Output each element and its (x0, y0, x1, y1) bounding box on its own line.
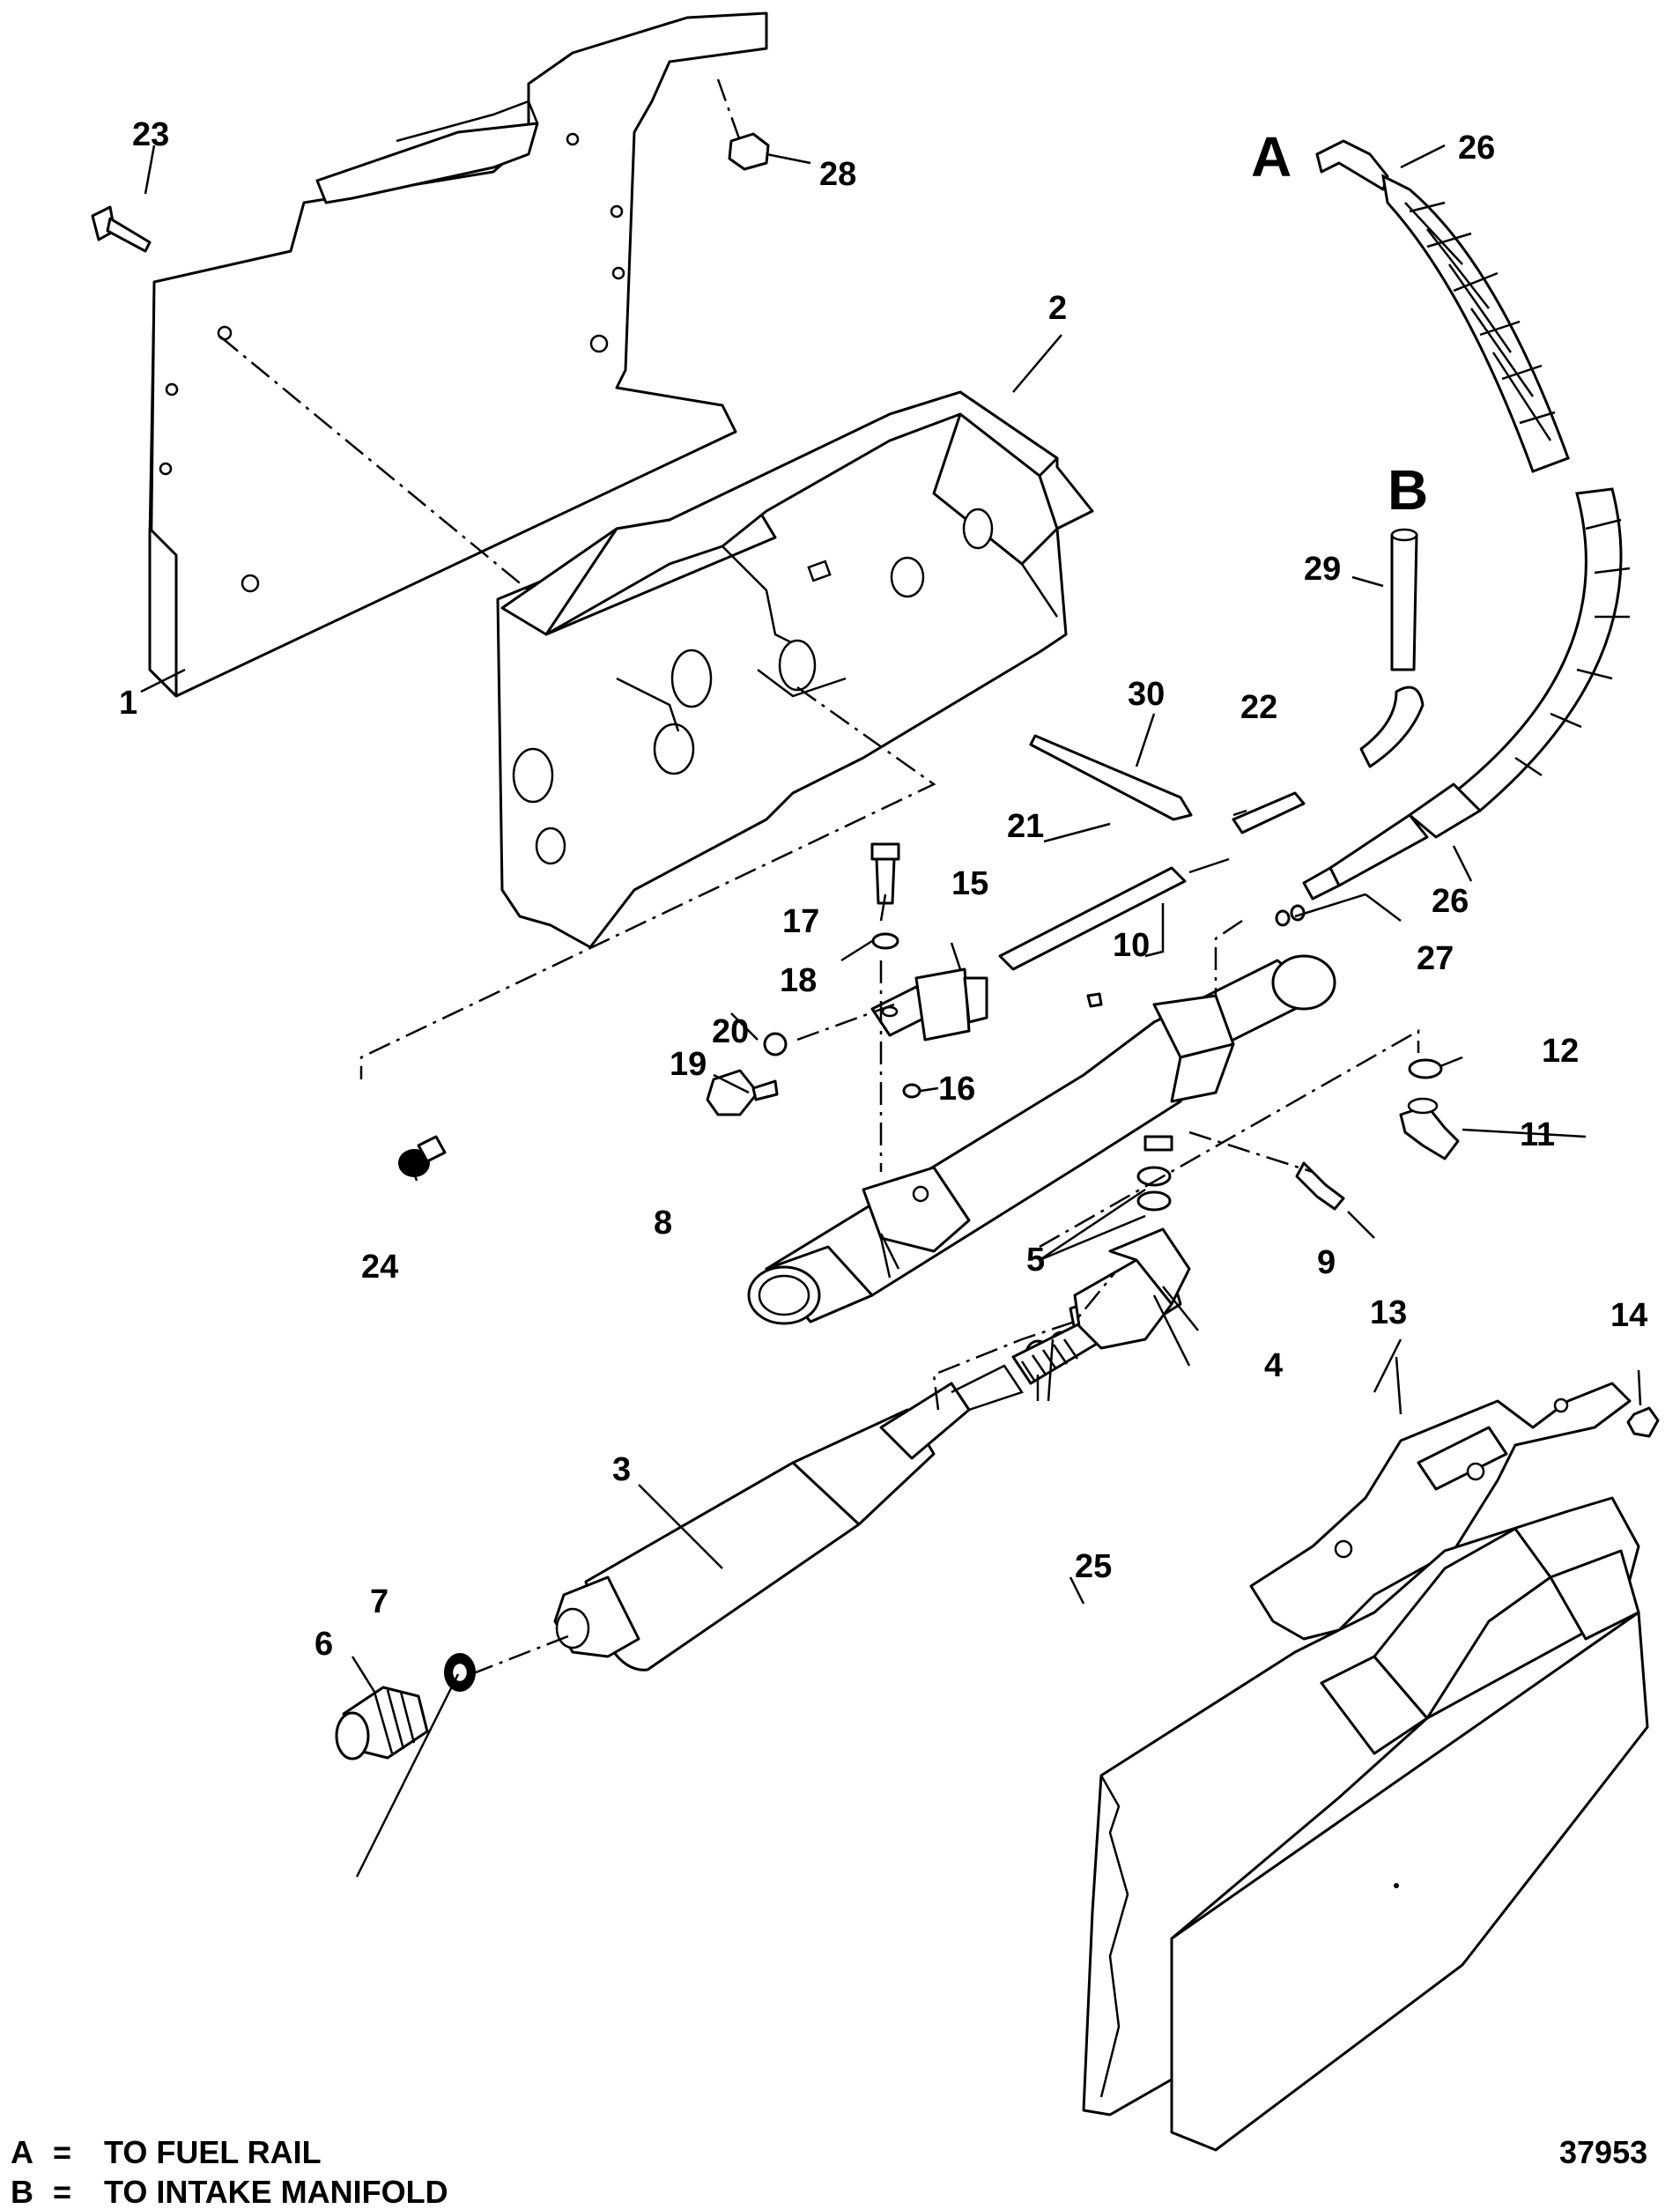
legend-b-eq: = (53, 2174, 71, 2209)
callout-20: 20 (712, 1013, 749, 1050)
cover-25 (1082, 1496, 1649, 2152)
vacuum-hose-29 (1359, 528, 1425, 768)
callout-24: 24 (361, 1249, 398, 1286)
fitting-11 (1399, 1097, 1460, 1160)
bolt-19 (706, 1069, 779, 1116)
callout-10: 10 (1113, 927, 1150, 964)
washer-7 (444, 1653, 476, 1692)
legend-a-text: TO FUEL RAIL (104, 2134, 322, 2170)
cable-tie-30 (1029, 734, 1193, 821)
callout-21: 21 (1007, 808, 1044, 845)
pressure-regulator-15 (870, 967, 988, 1041)
callout-12: 12 (1542, 1033, 1579, 1070)
marker-a: A (1251, 125, 1291, 189)
fitting-22 (1232, 791, 1306, 834)
screw-23 (91, 205, 152, 253)
callout-27: 27 (1417, 940, 1454, 977)
callout-30: 30 (1128, 676, 1165, 713)
callout-16: 16 (938, 1071, 975, 1108)
bolt-9 (1295, 1161, 1345, 1211)
screw-10 (1086, 992, 1103, 1008)
fuel-cooler-8 (747, 954, 1336, 1325)
callout-2: 2 (1048, 290, 1067, 327)
callout-29: 29 (1304, 551, 1341, 588)
mounting-bracket-part-1 (148, 11, 768, 698)
legend-a-key: A (11, 2134, 33, 2170)
nut-14 (1626, 1406, 1660, 1438)
washer-20 (763, 1032, 788, 1056)
callout-14: 14 (1610, 1297, 1647, 1334)
callout-labels: 1 2 3 4 5 6 7 8 9 10 11 12 13 14 15 16 1… (119, 116, 1647, 1663)
fuel-pump-3 (553, 1227, 1191, 1672)
marker-b: B (1388, 458, 1428, 522)
bolt-17 (870, 842, 900, 905)
o-rings-27 (1275, 904, 1306, 927)
callout-13: 13 (1370, 1294, 1407, 1331)
callout-28: 28 (819, 156, 856, 193)
callout-19: 19 (670, 1046, 707, 1083)
fuel-hose-26-upper (1315, 139, 1570, 473)
callout-22: 22 (1240, 689, 1277, 726)
cover-bracket-part-2 (496, 390, 1094, 949)
fitting-6 (335, 1686, 429, 1761)
callout-11: 11 (1520, 1116, 1555, 1153)
fuel-hose-26-lower (1302, 487, 1631, 901)
callout-8: 8 (654, 1205, 672, 1242)
callout-26a: 26 (1458, 130, 1495, 167)
nut-28 (728, 132, 770, 171)
bolt-24 (398, 1135, 447, 1177)
legend-b-text: TO INTAKE MANIFOLD (104, 2174, 448, 2209)
callout-26b: 26 (1432, 883, 1469, 920)
callout-15: 15 (951, 865, 988, 902)
callout-9: 9 (1317, 1244, 1336, 1281)
plug-16 (902, 1083, 921, 1099)
washer-18 (871, 932, 899, 950)
figure-number: 37953 (1559, 2134, 1647, 2170)
callout-25: 25 (1075, 1548, 1112, 1585)
legend-b-key: B (11, 2174, 33, 2209)
callout-1: 1 (119, 685, 137, 722)
leader-lines (140, 144, 1642, 1878)
callout-3: 3 (612, 1451, 631, 1488)
callout-17: 17 (782, 903, 819, 940)
o-ring-12 (1408, 1058, 1443, 1079)
legend: A = TO FUEL RAIL B = TO INTAKE MANIFOLD (11, 2134, 448, 2209)
callout-5a: 5 (1026, 1242, 1045, 1279)
callout-7: 7 (370, 1583, 389, 1620)
callout-4: 4 (1264, 1347, 1283, 1384)
rod-21 (998, 866, 1187, 971)
callout-6: 6 (315, 1626, 333, 1663)
callout-18: 18 (780, 962, 817, 999)
legend-a-eq: = (53, 2134, 71, 2170)
callout-23: 23 (132, 116, 169, 153)
